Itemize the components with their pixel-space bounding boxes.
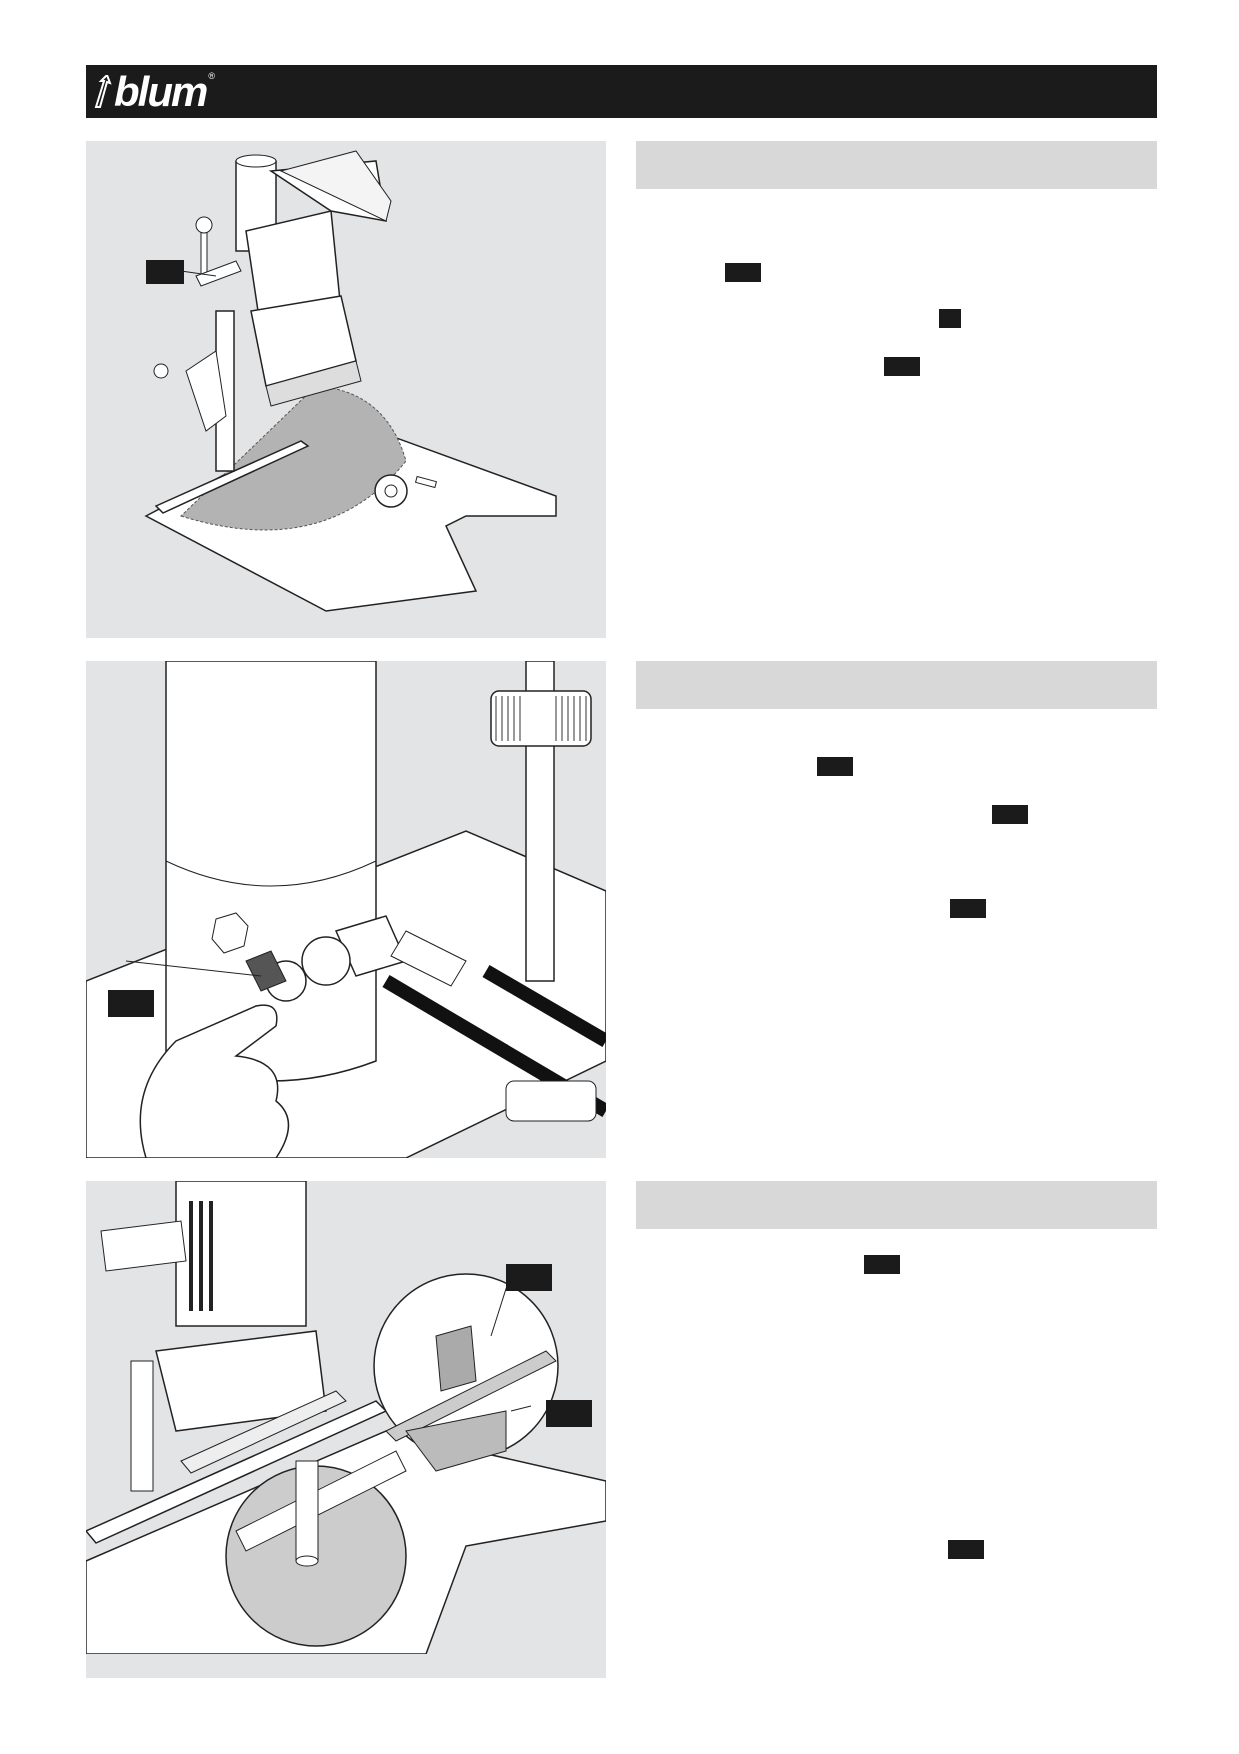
reference-marker bbox=[950, 899, 986, 918]
reference-marker bbox=[992, 805, 1028, 824]
air-connection-panel bbox=[86, 661, 606, 1158]
stop-adjustment-panel bbox=[86, 1181, 606, 1678]
section-title-bar bbox=[636, 1181, 1157, 1229]
registered-mark: ® bbox=[208, 70, 215, 81]
stop-adjustment-illustration bbox=[86, 1181, 606, 1654]
section-title-bar bbox=[636, 661, 1157, 709]
air-connection-illustration bbox=[86, 661, 606, 1158]
machine-overview-panel bbox=[86, 141, 606, 638]
reference-marker bbox=[939, 309, 961, 328]
brand-wordmark: blum bbox=[114, 67, 208, 115]
figure-label-box bbox=[506, 1264, 552, 1291]
reference-marker bbox=[948, 1540, 984, 1559]
figure-label-box bbox=[546, 1400, 592, 1427]
reference-marker bbox=[725, 263, 761, 282]
blum-logo: blum ® bbox=[92, 67, 215, 116]
section-title-bar bbox=[636, 141, 1157, 189]
reference-marker bbox=[817, 757, 853, 776]
reference-marker bbox=[864, 1255, 900, 1274]
figure-label-box bbox=[108, 990, 154, 1017]
header-bar: blum ® bbox=[86, 65, 1157, 118]
machine-overview-illustration bbox=[144, 150, 557, 612]
reference-marker bbox=[884, 357, 920, 376]
arrow-logo-icon bbox=[94, 74, 112, 108]
figure-label-box bbox=[146, 260, 184, 284]
